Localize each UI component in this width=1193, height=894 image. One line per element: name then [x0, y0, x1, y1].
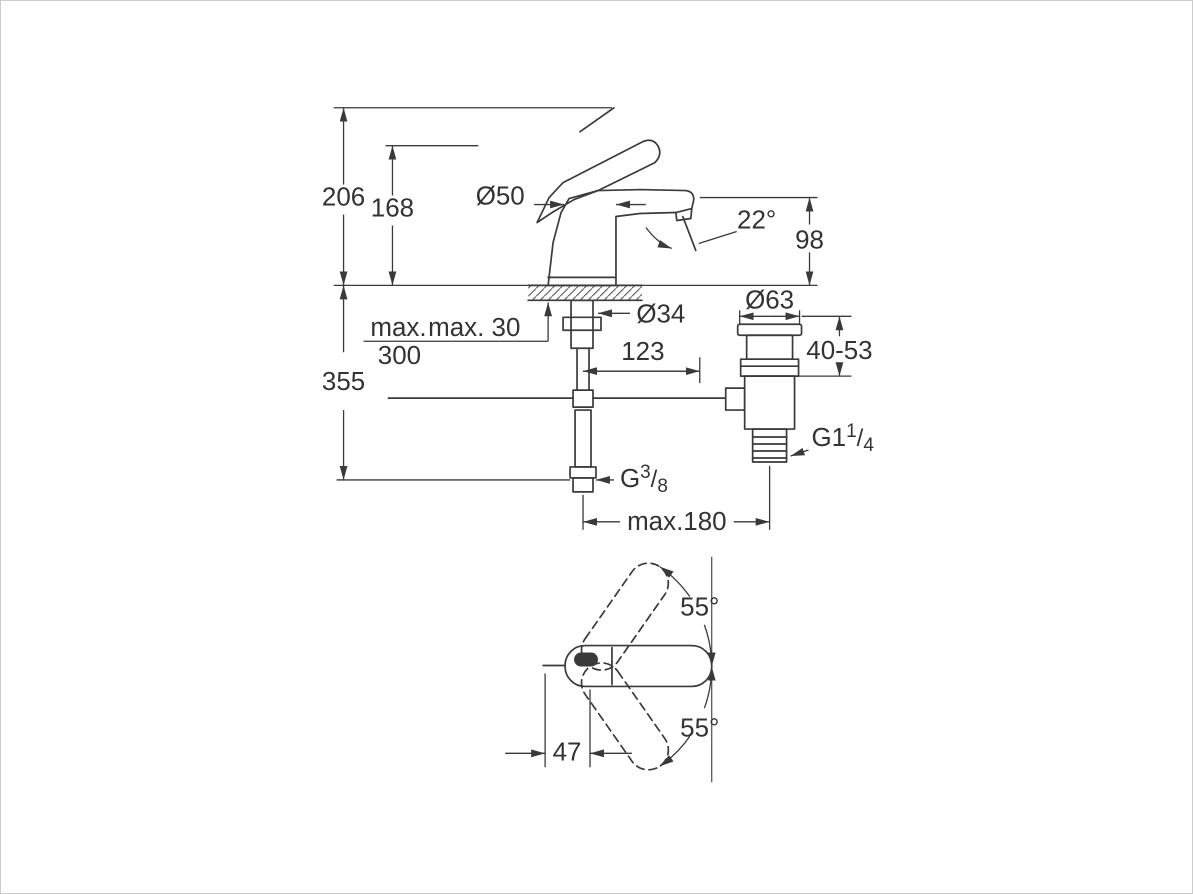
supply-thread-slash: / — [651, 466, 658, 493]
waste-flange-diameter-label: Ø63 — [745, 286, 794, 314]
dim-center-to-rod: 123 — [583, 338, 700, 376]
supply-hose-assembly — [569, 347, 597, 493]
body-diameter-label: Ø50 — [476, 183, 525, 211]
dim-supply-thread: G3/8 — [596, 462, 668, 497]
rod-max-label: max.180 — [627, 508, 726, 536]
dim-overall-depth: 355 — [322, 285, 365, 480]
deck-thickness-label: max. 30 — [428, 314, 520, 342]
overall-depth-label: 355 — [322, 368, 365, 396]
waste-thread-denominator: 4 — [863, 435, 874, 456]
rod-connector — [572, 389, 594, 408]
waste-thread-base: G1 — [812, 424, 847, 452]
waste-flange — [736, 323, 803, 337]
raised-handle-hint — [579, 106, 615, 133]
dim-rod-max-length: max.180 — [583, 508, 770, 536]
dim-waste-flange-diameter: Ø63 — [739, 286, 800, 321]
dim-swing-angle-up: 55° — [659, 566, 719, 667]
hose-fitting — [569, 466, 597, 479]
waste-body — [743, 375, 796, 430]
faucet-body-outline — [547, 188, 695, 287]
swing-angle-down-label: 55° — [680, 714, 719, 742]
dim-body-diameter: Ø50 — [476, 183, 646, 211]
hose-max-label-line1: max. — [370, 314, 426, 342]
supply-thread-denominator: 8 — [657, 476, 668, 497]
hose-nut — [572, 477, 594, 493]
waste-thread-numerator: 1 — [846, 421, 857, 442]
shank-diameter-label: Ø34 — [636, 300, 685, 328]
dim-waste-thread: G11/4 — [790, 421, 874, 457]
spray-angle-line — [681, 215, 697, 252]
handle-offset-label: 47 — [553, 738, 582, 766]
supply-thread-label: G3/8 — [620, 462, 668, 497]
dim-handle-offset: 47 — [505, 673, 632, 768]
dim-spout-angle: 22° — [698, 206, 776, 245]
handle-logo-pill — [574, 652, 598, 667]
dim-waste-height-range: 40-53 — [806, 316, 873, 377]
waste-tailpiece — [751, 428, 788, 463]
threaded-shank — [570, 299, 594, 350]
spout-angle-label: 22° — [737, 206, 776, 234]
faucet-handle-outline — [536, 139, 661, 224]
swing-angle-up-label: 55° — [680, 594, 719, 622]
rod-adjuster-knob — [724, 387, 746, 411]
dim-spout-height: 98 — [795, 197, 824, 286]
waste-collar — [739, 358, 800, 378]
pop-up-drain — [724, 323, 803, 463]
handle-height-label: 168 — [371, 195, 414, 223]
handle-top-view: 55° 55° 47 — [505, 556, 719, 783]
dim-handle-height: 168 — [371, 145, 414, 286]
braided-hose — [574, 409, 592, 468]
handle-swung-up — [580, 562, 670, 671]
handle-swung-down — [580, 662, 670, 771]
dim-swing-angle-down: 55° — [659, 666, 719, 767]
mounting-deck — [527, 284, 643, 350]
hose-max-label-line2: 300 — [378, 342, 421, 370]
faucet-side-view — [536, 106, 697, 287]
overall-height-label: 206 — [322, 184, 365, 212]
waste-height-range-label: 40-53 — [806, 337, 872, 365]
mounting-nut — [562, 316, 602, 332]
spout-height-label: 98 — [795, 226, 824, 254]
deck-hatch — [528, 285, 642, 301]
dim-hose-max-length: max. 300 — [370, 314, 426, 370]
waste-thread-slash: / — [857, 425, 864, 452]
supply-thread-base: G — [620, 465, 640, 493]
waste-thread-label: G11/4 — [812, 421, 874, 456]
dim-shank-diameter: Ø34 — [597, 300, 685, 328]
waste-neck — [745, 334, 794, 361]
dim-deck-thickness: max. 30 — [363, 302, 552, 342]
center-distance-label: 123 — [621, 338, 664, 366]
dim-overall-height: 206 — [322, 107, 365, 286]
supply-thread-numerator: 3 — [640, 462, 651, 483]
spray-angle-arrow — [645, 227, 673, 250]
